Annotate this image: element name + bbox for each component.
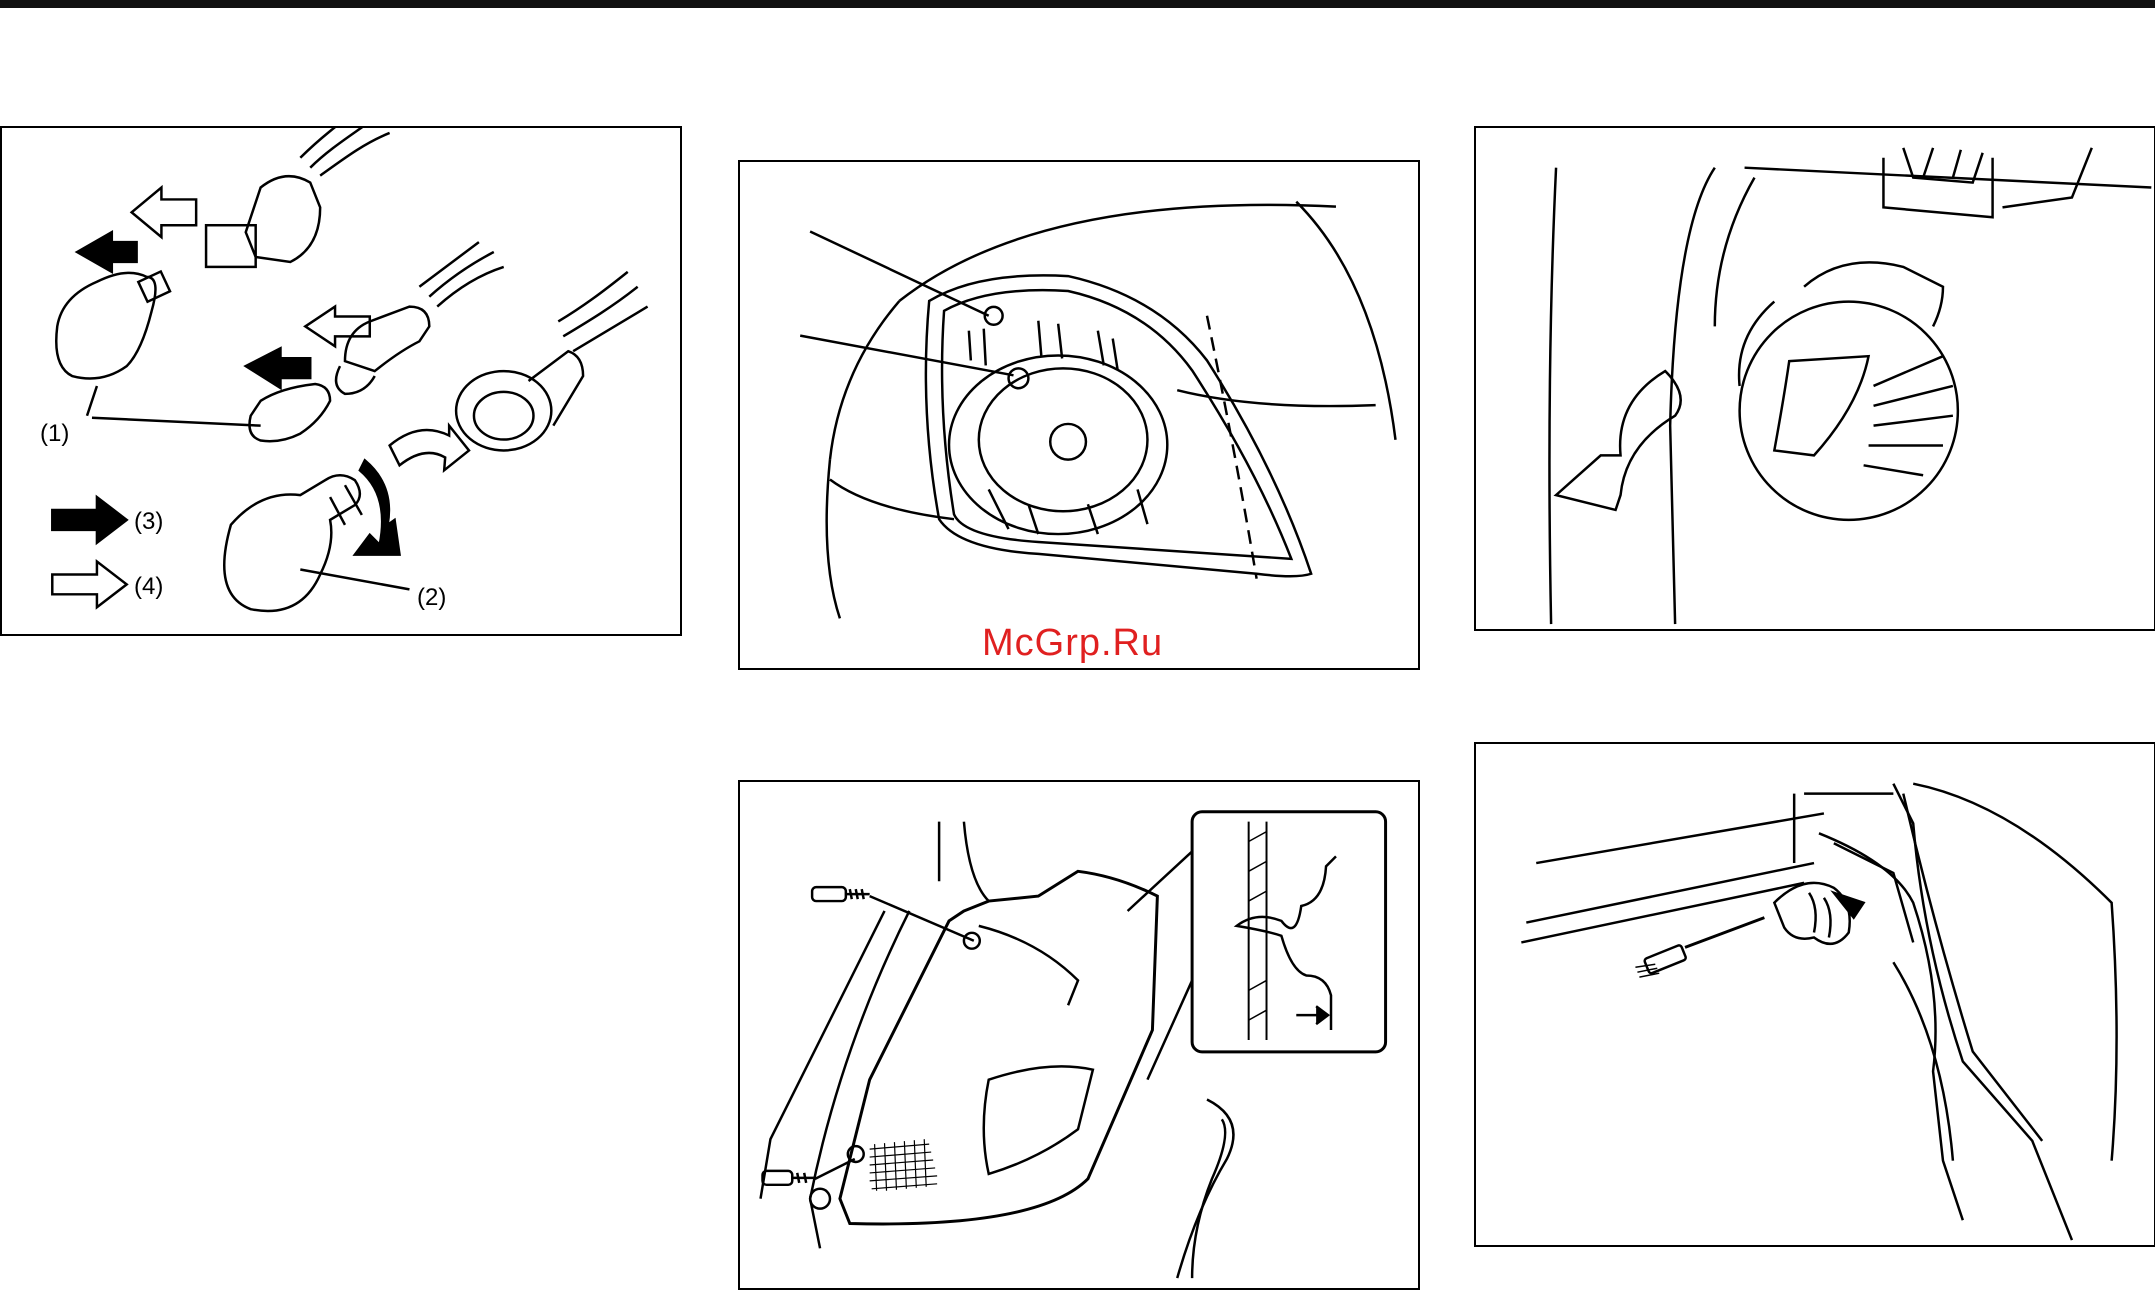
- figure-headlamp: [738, 160, 1420, 670]
- callout-label-2: (2): [417, 584, 446, 612]
- figure-socket-removal: [1474, 126, 2155, 631]
- page-top-rule: [0, 0, 2155, 8]
- legend-label-4: (4): [134, 573, 163, 601]
- figure-screwdriver-removal: [1474, 742, 2155, 1247]
- callout-label-1: (1): [40, 420, 69, 448]
- figure-combination-lamp: [738, 780, 1420, 1290]
- socket-removal-illustration: [1476, 128, 2154, 629]
- figure-bulb-types: (1) (2) (3) (4): [0, 126, 682, 636]
- legend-label-3: (3): [134, 508, 163, 536]
- watermark: McGrp.Ru: [982, 622, 1163, 665]
- bulb-types-illustration: [2, 128, 680, 634]
- headlamp-illustration: [740, 162, 1418, 668]
- screwdriver-removal-illustration: [1476, 744, 2154, 1245]
- combination-lamp-illustration: [740, 782, 1418, 1288]
